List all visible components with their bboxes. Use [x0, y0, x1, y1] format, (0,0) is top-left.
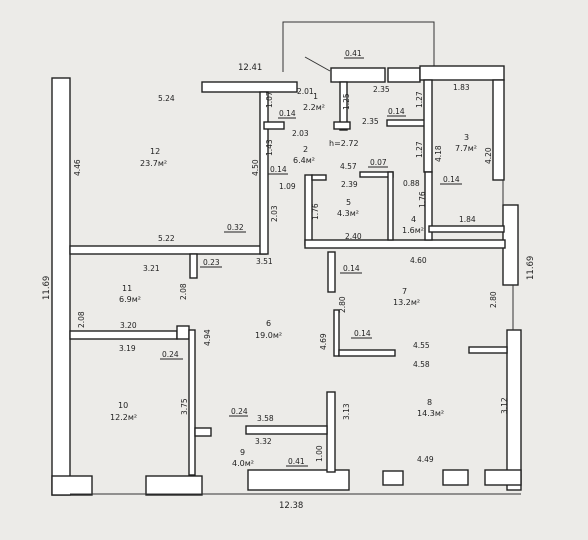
dim-label: 3.75	[180, 398, 189, 415]
dim-label: 4.55	[413, 341, 430, 350]
dimension-labels: 5.24 4.46 5.22 4.50 2.03 1.07 1.43 0.14 …	[73, 49, 509, 467]
dim-label: 3.19	[119, 344, 136, 353]
dim-label: 1.83	[453, 83, 470, 92]
room-11-area: 6.9м²	[119, 295, 141, 304]
dim-label: 0.23	[203, 258, 220, 267]
room-12-area: 23.7м²	[140, 159, 167, 168]
room-6-num: 6	[266, 319, 271, 328]
room-6-area: 19.0м²	[255, 331, 282, 340]
dim-label: 2.80	[489, 291, 498, 308]
dim-label: 1.27	[415, 141, 424, 158]
room-7-area: 13.2м²	[393, 298, 420, 307]
dim-label: 2.35	[373, 85, 390, 94]
dim-label: 0.41	[345, 49, 362, 58]
dim-label: 0.32	[227, 223, 244, 232]
dim-label: 3.20	[120, 321, 137, 330]
room-10-area: 12.2м²	[110, 413, 137, 422]
dim-label: 4.60	[410, 256, 427, 265]
dim-left-overall: 11.69	[42, 276, 52, 300]
dim-label: 2.35	[362, 117, 379, 126]
room-11-num: 11	[122, 284, 132, 293]
dim-label: 4.57	[340, 162, 357, 171]
dim-label: 4.46	[73, 159, 82, 176]
room-10-num: 10	[118, 401, 128, 410]
room-3-num: 3	[464, 133, 469, 142]
dim-label: 0.88	[403, 179, 420, 188]
dim-label: 3.51	[256, 257, 273, 266]
room-7-num: 7	[402, 287, 407, 296]
dim-label: 1.43	[265, 139, 274, 156]
dim-label: 2.39	[341, 180, 358, 189]
dim-label: 5.22	[158, 234, 175, 243]
height-label: h=2.72	[329, 139, 359, 148]
dim-label: 0.24	[162, 350, 179, 359]
dim-label: 3.13	[342, 403, 351, 420]
dim-label: 1.07	[265, 91, 274, 108]
dim-label: 0.14	[279, 109, 296, 118]
dim-label: 3.21	[143, 264, 160, 273]
dim-top-overall: 12.41	[238, 63, 262, 73]
room-5-area: 4.3м²	[337, 209, 359, 218]
room-9-area: 4.0м²	[232, 459, 254, 468]
balcony-outline	[282, 21, 435, 72]
dim-label: 2.40	[345, 232, 362, 241]
room-4-num: 4	[411, 215, 416, 224]
dim-label: 0.41	[288, 457, 305, 466]
room-3-area: 7.7м²	[455, 144, 477, 153]
room-labels: 12 23.7м² 1 2.2м² 2 6.4м² 3 7.7м² 5 4.3м…	[110, 92, 477, 468]
dim-label: 4.94	[203, 329, 212, 346]
room-8-area: 14.3м²	[417, 409, 444, 418]
dim-label: 1.09	[279, 182, 296, 191]
dim-label: 2.80	[338, 296, 347, 313]
dim-label: 1.76	[311, 203, 320, 220]
dim-label: 4.20	[484, 147, 493, 164]
dim-right-overall: 11.69	[526, 256, 536, 280]
dim-label: 0.14	[443, 175, 460, 184]
dim-label: 0.07	[370, 158, 387, 167]
dim-label: 0.24	[231, 407, 248, 416]
exterior-walls	[51, 65, 522, 496]
room-1-area: 2.2м²	[303, 103, 325, 112]
dim-label: 2.03	[292, 129, 309, 138]
dim-label: 4.49	[417, 455, 434, 464]
dim-label: 1.27	[415, 91, 424, 108]
dim-label: 2.08	[77, 311, 86, 328]
room-2-num: 2	[303, 145, 308, 154]
dim-label: 1.25	[342, 93, 351, 110]
dim-label: 5.24	[158, 94, 175, 103]
dim-label: 2.01	[297, 87, 314, 96]
dim-label: 0.14	[388, 107, 405, 116]
dim-label: 3.58	[257, 414, 274, 423]
room-8-num: 8	[427, 398, 432, 407]
room-12-num: 12	[150, 147, 160, 156]
dim-label: 0.14	[354, 329, 371, 338]
dim-label: 2.08	[179, 283, 188, 300]
interior-walls	[69, 79, 508, 476]
dim-label: 4.58	[413, 360, 430, 369]
dim-label: 0.14	[270, 165, 287, 174]
room-2-area: 6.4м²	[293, 156, 315, 165]
dim-label: 0.14	[343, 264, 360, 273]
dim-label: 3.12	[500, 397, 509, 414]
room-1-num: 1	[313, 92, 318, 101]
dim-label: 4.18	[434, 145, 443, 162]
dim-label: 1.84	[459, 215, 476, 224]
dim-bottom-overall: 12.38	[279, 501, 303, 511]
room-5-num: 5	[346, 198, 351, 207]
room-9-num: 9	[240, 448, 245, 457]
dim-label: 1.76	[418, 191, 427, 208]
dim-label: 1.00	[315, 445, 324, 462]
room-4-area: 1.6м²	[402, 226, 424, 235]
dim-label: 4.69	[319, 333, 328, 350]
dim-label: 2.03	[270, 205, 279, 222]
dim-label: 4.50	[251, 159, 260, 176]
dim-label: 3.32	[255, 437, 272, 446]
